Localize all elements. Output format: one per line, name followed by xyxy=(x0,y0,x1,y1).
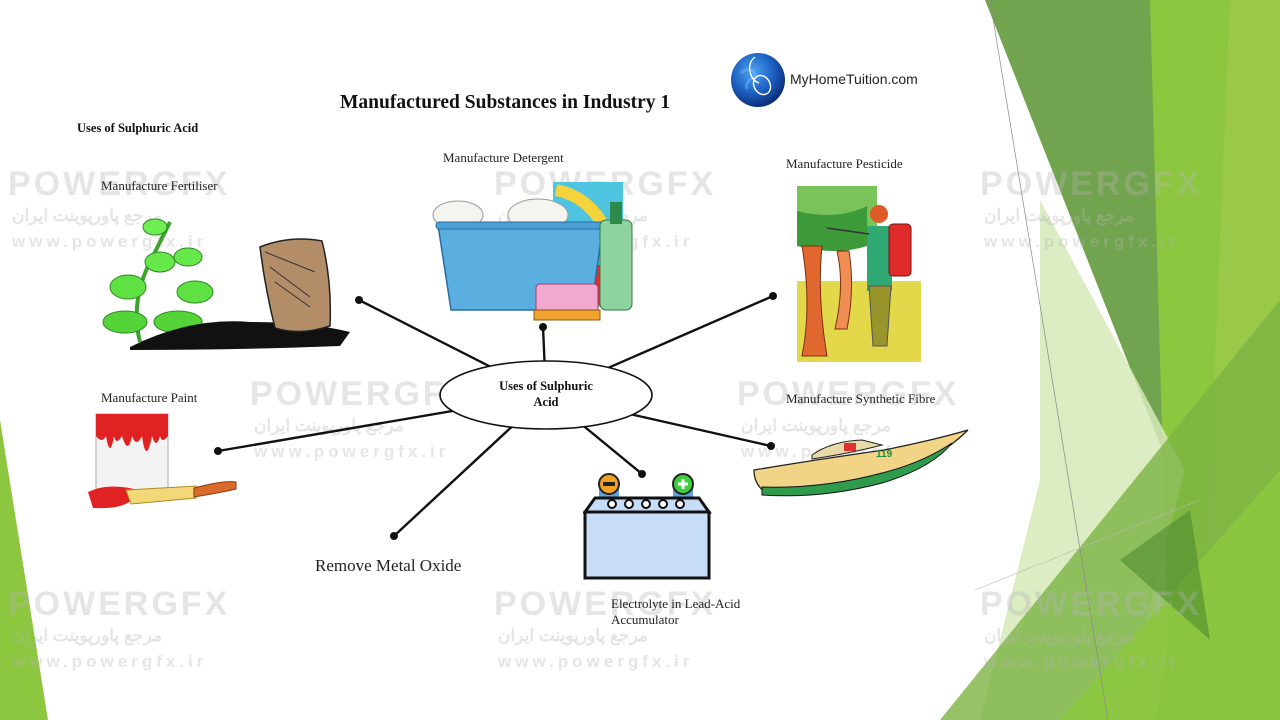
paint-can-brush-icon xyxy=(88,413,237,509)
connector-dot-detergent xyxy=(539,323,547,331)
thin-guide-line xyxy=(989,0,1109,720)
slide-title: Manufactured Substances in Industry 1 xyxy=(340,92,671,113)
label-detergent: Manufacture Detergent xyxy=(443,150,564,165)
connector-dot-electrolyte xyxy=(638,470,646,478)
label-metal-oxide: Remove Metal Oxide xyxy=(315,556,462,575)
globe-mouse-icon xyxy=(731,53,785,107)
connector-dot-fertiliser xyxy=(355,296,363,304)
dark-accent-shape xyxy=(1120,510,1210,640)
label-pesticide: Manufacture Pesticide xyxy=(786,156,903,171)
svg-text:119: 119 xyxy=(876,449,893,460)
connector-dot-paint xyxy=(214,447,222,455)
connector-dot-synthetic-fibre xyxy=(767,442,775,450)
farmer-spraying-tree-icon xyxy=(797,186,921,362)
center-node-line1: Uses of Sulphuric xyxy=(499,379,593,393)
label-paint: Manufacture Paint xyxy=(101,390,198,405)
connector-dot-pesticide xyxy=(769,292,777,300)
plant-and-fertiliser-sack-icon xyxy=(102,218,350,350)
car-battery-icon xyxy=(583,473,712,580)
center-node-ellipse xyxy=(439,360,653,430)
label-electrolyte-line1: Electrolyte in Lead-Acid xyxy=(611,596,741,611)
label-electrolyte-line2: Accumulator xyxy=(611,612,679,627)
thin-guide-line-2 xyxy=(974,499,1201,591)
center-node-label: Uses of Sulphuric Acid xyxy=(476,378,616,410)
connector-dot-metal-oxide xyxy=(390,532,398,540)
center-node-line2: Acid xyxy=(533,395,559,409)
left-green-shape xyxy=(0,420,48,720)
detergent-basin-icon xyxy=(432,182,633,321)
slide-subtitle: Uses of Sulphuric Acid xyxy=(77,121,199,135)
label-synthetic-fibre: Manufacture Synthetic Fibre xyxy=(786,391,936,406)
speedboat-icon: 119 xyxy=(753,429,969,497)
label-fertiliser: Manufacture Fertiliser xyxy=(101,178,218,193)
brand-name: MyHomeTuition.com xyxy=(790,71,918,87)
label-electrolyte: Electrolyte in Lead-Acid Accumulator xyxy=(611,596,740,628)
